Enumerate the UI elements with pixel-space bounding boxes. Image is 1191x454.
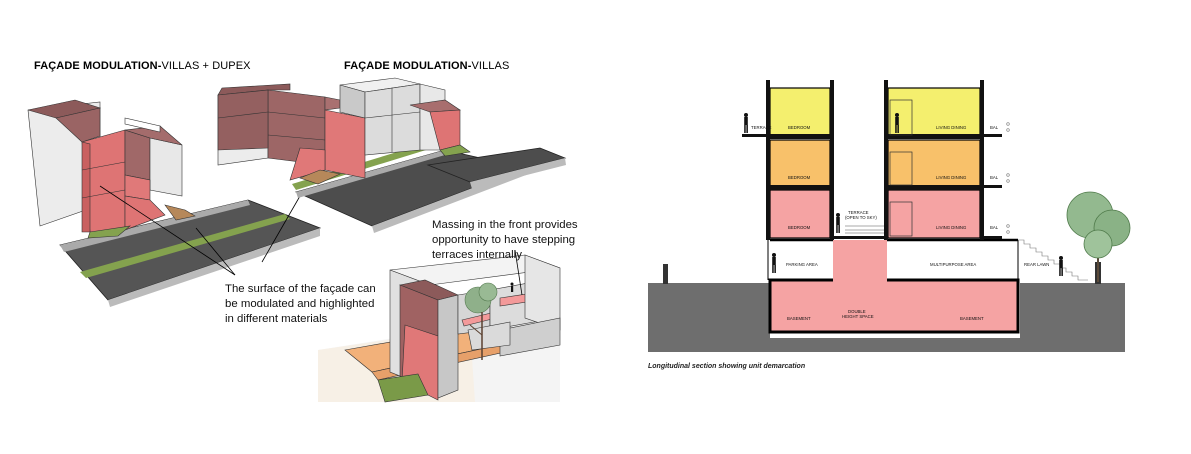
label-living-1: LIVING DINING xyxy=(936,125,967,130)
annotation-facade-line-1: The surface of the façade can xyxy=(225,283,376,295)
stepping-terrace-building xyxy=(318,254,561,403)
label-double: DOUBLE xyxy=(848,309,866,314)
annotation-facade-line-3: in different materials xyxy=(225,313,328,325)
title-villas-duplex-rest: VILLAS + DUPEX xyxy=(161,60,251,72)
title-villas-duplex: FAÇADE MODULATION-VILLAS + DUPEX xyxy=(34,60,251,72)
label-bedroom-2: BEDROOM xyxy=(788,175,811,180)
annotation-facade-line-2: be modulated and highlighted xyxy=(225,298,375,310)
title-villas-duplex-bold: FAÇADE MODULATION- xyxy=(34,60,162,72)
label-living-3: LIVING DINING xyxy=(936,225,967,230)
right-tower xyxy=(884,80,1002,240)
label-living-2: LIVING DINING xyxy=(936,175,967,180)
label-bedroom-3: BEDROOM xyxy=(788,225,811,230)
title-villas-bold: FAÇADE MODULATION- xyxy=(344,60,472,72)
label-terrace-top: TERRACE xyxy=(751,125,772,130)
annotation-facade-surface: The surface of the façade can be modulat… xyxy=(225,282,425,327)
label-basement-1: BASEMENT xyxy=(787,316,811,321)
annotation-massing-line-2: opportunity to have stepping xyxy=(432,234,576,246)
massing-diagrams xyxy=(27,77,567,403)
label-bedroom-1: BEDROOM xyxy=(788,125,811,130)
label-bal-1: BAL xyxy=(990,125,999,130)
label-rear-lawn: REAR LAWN xyxy=(1024,262,1049,267)
section-caption: Longitudinal section showing unit demarc… xyxy=(648,363,806,370)
rear-stairs xyxy=(1018,239,1088,281)
label-terrace-mid: TERRACE xyxy=(848,210,869,215)
basement-area xyxy=(768,278,1020,334)
title-villas: FAÇADE MODULATION-VILLAS xyxy=(344,60,509,72)
left-tower xyxy=(742,80,834,240)
road-left xyxy=(59,199,322,307)
person-figure xyxy=(510,282,514,292)
label-height-space: HEIGHT SPACE xyxy=(842,314,874,319)
label-parking: PARKING AREA xyxy=(786,262,818,267)
label-multipurpose: MULTIPURPOSE AREA xyxy=(930,262,976,267)
ground-mass xyxy=(648,283,1125,352)
villa-buildings xyxy=(217,77,471,185)
label-open-to-sky: (OPEN TO SKY) xyxy=(845,215,877,220)
person-icon xyxy=(744,113,1063,276)
title-villas-rest: VILLAS xyxy=(471,60,510,72)
tree-icon xyxy=(1066,191,1131,282)
annotation-massing: Massing in the front provides opportunit… xyxy=(432,218,632,263)
double-height-void xyxy=(833,240,887,284)
label-bal-2: BAL xyxy=(990,175,999,180)
duplex-building xyxy=(27,99,196,239)
annotation-massing-line-3: terraces internally xyxy=(432,249,522,261)
label-basement-2: BASEMENT xyxy=(960,316,984,321)
label-bal-3: BAL xyxy=(990,225,999,230)
annotation-massing-line-1: Massing in the front provides xyxy=(432,219,578,231)
